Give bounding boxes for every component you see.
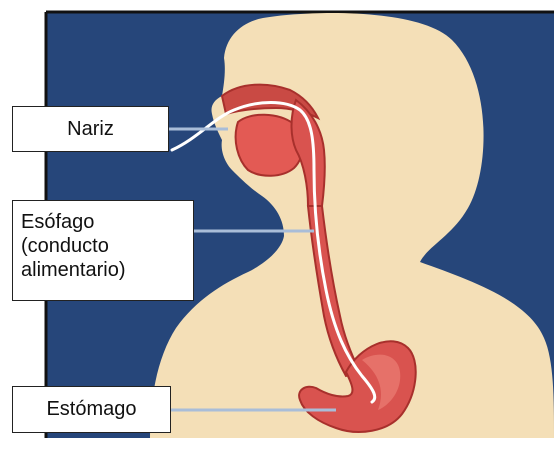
estomago-label: Estómago — [12, 386, 171, 433]
esofago-label-line-1: Esófago — [21, 210, 193, 234]
esofago-label-line-2: (conducto — [21, 234, 193, 258]
nariz-label-text: Nariz — [13, 117, 168, 141]
esofago-label-line-3: alimentario) — [21, 258, 193, 282]
nariz-label: Nariz — [12, 106, 169, 152]
estomago-label-text: Estómago — [13, 397, 170, 421]
esofago-label: Esófago (conducto alimentario) — [12, 200, 194, 301]
